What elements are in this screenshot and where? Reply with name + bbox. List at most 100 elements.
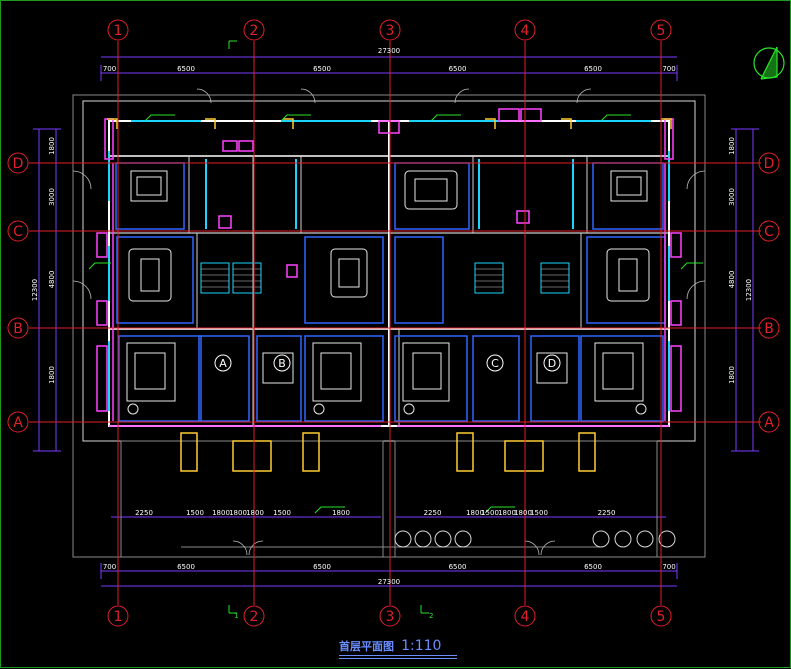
dim-left-seg: 1800	[48, 366, 56, 384]
axis-bubble-1	[107, 605, 129, 627]
drawing-scale: 1:110	[401, 638, 442, 654]
section-marker-2: 2	[429, 612, 434, 620]
axis-label-1: 1	[114, 609, 123, 625]
dim-bottom-seg: 6500	[313, 563, 331, 571]
axis-bubble-3	[379, 19, 401, 41]
north-arrow	[753, 46, 785, 80]
dim-bottom-seg: 6500	[584, 563, 602, 571]
dim-bottom-total: 27300	[378, 578, 400, 586]
door-swings	[72, 88, 706, 556]
dim-left-seg: 4800	[48, 271, 56, 289]
axis-label-3: 3	[386, 609, 395, 625]
dim-top-seg: 6500	[177, 65, 195, 73]
axis-bubble-C	[758, 220, 780, 242]
axis-bubble-D	[758, 152, 780, 174]
dim-lower-right: 1800	[466, 509, 484, 517]
dimension-ticks	[33, 65, 759, 579]
axis-bubble-A	[758, 411, 780, 433]
unit-label-C: C	[491, 357, 499, 370]
axis-label-3: 3	[386, 23, 395, 39]
window-lines	[108, 120, 670, 411]
dim-lower-left: 1800	[332, 509, 350, 517]
axis-bubble-1	[107, 19, 129, 41]
axis-label-B: B	[764, 321, 774, 337]
dim-lower-left: 1500	[273, 509, 291, 517]
dim-lower-right: 2250	[424, 509, 442, 517]
axis-bubble-3	[379, 605, 401, 627]
dim-lower-right: 1500	[481, 509, 499, 517]
dim-lower-left: 1800	[212, 509, 230, 517]
building-walls	[72, 94, 706, 558]
dim-top-seg: 6500	[449, 65, 467, 73]
dim-lower-left: 2250	[135, 509, 153, 517]
dim-bottom-seg: 700	[103, 563, 116, 571]
axis-label-C: C	[13, 224, 23, 240]
axis-label-A: A	[13, 415, 23, 431]
dim-lower-right: 2250	[598, 509, 616, 517]
dim-top-total: 27300	[378, 47, 400, 55]
dim-bottom-seg: 6500	[449, 563, 467, 571]
unit-label-A: A	[219, 357, 227, 370]
dim-top-seg: 6500	[313, 65, 331, 73]
dim-left-total: 12300	[31, 279, 39, 301]
entrances	[107, 118, 672, 472]
axis-bubble-2	[243, 605, 265, 627]
unit-marker-D	[543, 354, 561, 372]
furniture	[126, 170, 650, 415]
dim-lower-right: 1800	[514, 509, 532, 517]
dim-right-total: 12300	[745, 279, 753, 301]
axis-label-2: 2	[250, 23, 259, 39]
axis-label-A: A	[764, 415, 774, 431]
section-marker-1: 1	[234, 612, 239, 620]
axis-bubble-2	[243, 19, 265, 41]
dim-right-seg: 1800	[728, 366, 736, 384]
axis-label-5: 5	[657, 609, 666, 625]
axis-label-4: 4	[521, 609, 530, 625]
axis-label-4: 4	[521, 23, 530, 39]
dim-right-seg: 4800	[728, 271, 736, 289]
dim-top-seg: 6500	[584, 65, 602, 73]
axis-bubble-5	[650, 605, 672, 627]
dim-lower-left: 1800	[229, 509, 247, 517]
axis-bubble-B	[7, 317, 29, 339]
title-underline	[339, 655, 457, 656]
title-underline-2	[339, 658, 457, 659]
axis-label-B: B	[13, 321, 23, 337]
dim-top-seg: 700	[662, 65, 675, 73]
unit-markers: A B C D	[214, 354, 561, 372]
drawing-title: 首层平面图	[339, 640, 394, 653]
dim-lower-right: 1500	[530, 509, 548, 517]
axis-label-2: 2	[250, 609, 259, 625]
unit-label-D: D	[548, 357, 556, 370]
grid-lines-vertical	[117, 41, 662, 605]
dim-right-seg: 1800	[728, 137, 736, 155]
unit-label-B: B	[278, 357, 286, 370]
dim-lower-left: 1500	[186, 509, 204, 517]
dim-lower-right: 1800	[498, 509, 516, 517]
stairs	[200, 262, 570, 294]
unit-marker-B	[273, 354, 291, 372]
dim-top-seg: 700	[103, 65, 116, 73]
axis-bubble-4	[514, 19, 536, 41]
dim-bottom-seg: 6500	[177, 563, 195, 571]
axis-label-5: 5	[657, 23, 666, 39]
axis-label-D: D	[764, 156, 775, 172]
dimension-lines	[38, 56, 754, 587]
level-markers	[88, 40, 703, 614]
axis-label-D: D	[13, 156, 24, 172]
dim-left-seg: 1800	[48, 137, 56, 155]
axis-bubble-D	[7, 152, 29, 174]
drawing-title-block: 首层平面图 1:110	[339, 635, 457, 659]
landscape-shrubs	[394, 530, 676, 548]
grid-lines-horizontal	[29, 162, 761, 423]
axis-bubble-5	[650, 19, 672, 41]
dim-lower-left: 1800	[246, 509, 264, 517]
unit-marker-A	[214, 354, 232, 372]
axis-label-C: C	[764, 224, 774, 240]
dim-bottom-seg: 700	[662, 563, 675, 571]
axis-bubble-B	[758, 317, 780, 339]
axis-bubble-4	[514, 605, 536, 627]
